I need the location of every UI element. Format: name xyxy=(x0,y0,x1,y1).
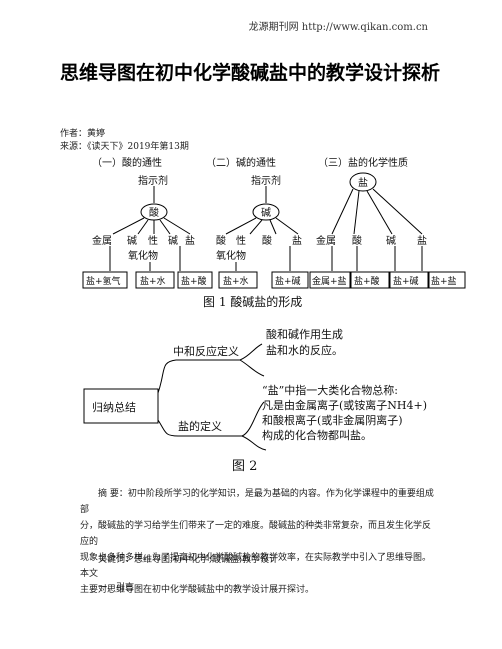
fig2-root: 归纳总结 xyxy=(92,400,136,414)
salt-node xyxy=(349,172,377,192)
article-title: 思维导图在初中化学酸碱盐中的教学设计探析 xyxy=(60,62,441,84)
result-base-1: 盐+碱 xyxy=(275,275,301,287)
abstract-line-1: 分，酸碱盐的学习给学生们带来了一定的难度。酸碱盐的种类非常复杂，而且发生化学反应… xyxy=(80,521,432,547)
salt-branch-3: 盐 xyxy=(417,234,427,247)
site-header: 龙源期刊网 http://www.qikan.com.cn xyxy=(248,22,428,33)
salt-center: 盐 xyxy=(358,176,368,189)
abstract-line-2: 现象也多种多样。为了提高初中化学酸碱盐的教学效率，在实际教学中引入了思维导图。本… xyxy=(80,553,432,579)
keywords: 关键词：思维导图;初中化学;酸碱盐;教学设计 xyxy=(98,555,279,565)
salt-branch-1: 酸 xyxy=(352,234,362,247)
result-salt-1: 盐+酸 xyxy=(354,275,380,287)
fig2-branch-salt-def: 盐的定义 xyxy=(178,419,222,433)
result-salt-3: 盐+盐 xyxy=(431,275,457,287)
fig2-b2-line3: 构成的化合物都叫盐。 xyxy=(262,428,372,442)
fig2-b2-line1: 凡是由金属离子(或铵离子NH4+) xyxy=(262,398,427,412)
section-acid: （一）酸的通性 xyxy=(92,156,162,169)
acid-branch-4: 盐 xyxy=(185,234,195,247)
acid-branch-sub: 氧化物 xyxy=(128,249,158,262)
base-branch-sub: 氧化物 xyxy=(216,249,246,262)
result-base-0: 盐+水 xyxy=(223,275,249,287)
fig2-b1-line0: 酸和碱作用生成 xyxy=(266,327,343,341)
fig2-b2-line2: 和酸根离子(或非金属阴离子) xyxy=(262,413,403,427)
base-branch-3: 盐 xyxy=(292,234,302,247)
acid-indicator: 指示剂 xyxy=(138,174,168,187)
abstract: 摘 要：初中阶段所学习的化学知识，是最为基础的内容。作为化学课程中的重要组成部 … xyxy=(80,486,435,598)
result-salt-0: 金属+盐 xyxy=(312,275,347,287)
base-branch-1: 性 xyxy=(236,234,246,247)
section-salt: （三）盐的化学性质 xyxy=(318,156,408,169)
acid-branch-3: 碱 xyxy=(168,235,178,247)
acid-branch-metal: 金属 xyxy=(92,234,112,247)
article-source: 来源：《读天下》2019年第13期 xyxy=(60,142,189,152)
article-author: 作者：黄婷 xyxy=(60,129,106,139)
fig2-root-box xyxy=(83,388,159,424)
base-branch-2: 酸 xyxy=(262,234,272,247)
base-center: 碱 xyxy=(261,207,271,219)
abstract-line-0: 摘 要：初中阶段所学习的化学知识，是最为基础的内容。作为化学课程中的重要组成部 xyxy=(80,489,434,515)
fig2-b1-line1: 盐和水的反应。 xyxy=(266,343,343,357)
acid-branch-1: 碱 xyxy=(127,235,137,247)
acid-center: 酸 xyxy=(149,206,159,219)
result-salt-2: 盐+碱 xyxy=(393,275,419,287)
base-node xyxy=(252,203,280,221)
result-acid-0: 盐+氢气 xyxy=(86,275,121,287)
salt-branch-2: 碱 xyxy=(386,235,396,247)
base-indicator: 指示剂 xyxy=(251,174,281,187)
salt-branch-0: 金属 xyxy=(316,234,336,247)
base-branch-0: 酸 xyxy=(216,234,226,247)
abstract-line-3: 主要对思维导图在初中化学酸碱盐中的教学设计展开探讨。 xyxy=(80,585,315,595)
fig2-branch-neutralization: 中和反应定义 xyxy=(173,344,239,358)
figure1-caption: 图 1 酸碱盐的形成 xyxy=(203,294,302,309)
acid-branch-2: 性 xyxy=(148,234,158,247)
figure2-caption: 图 2 xyxy=(232,459,257,474)
result-acid-1: 盐+水 xyxy=(140,275,166,287)
result-acid-2: 盐+酸 xyxy=(181,275,207,287)
section-heading-intro: 一、引言 xyxy=(98,583,135,593)
fig2-b2-line0: “盐”中指一大类化合物总称: xyxy=(262,383,398,397)
section-base: （二）碱的通性 xyxy=(206,156,276,169)
